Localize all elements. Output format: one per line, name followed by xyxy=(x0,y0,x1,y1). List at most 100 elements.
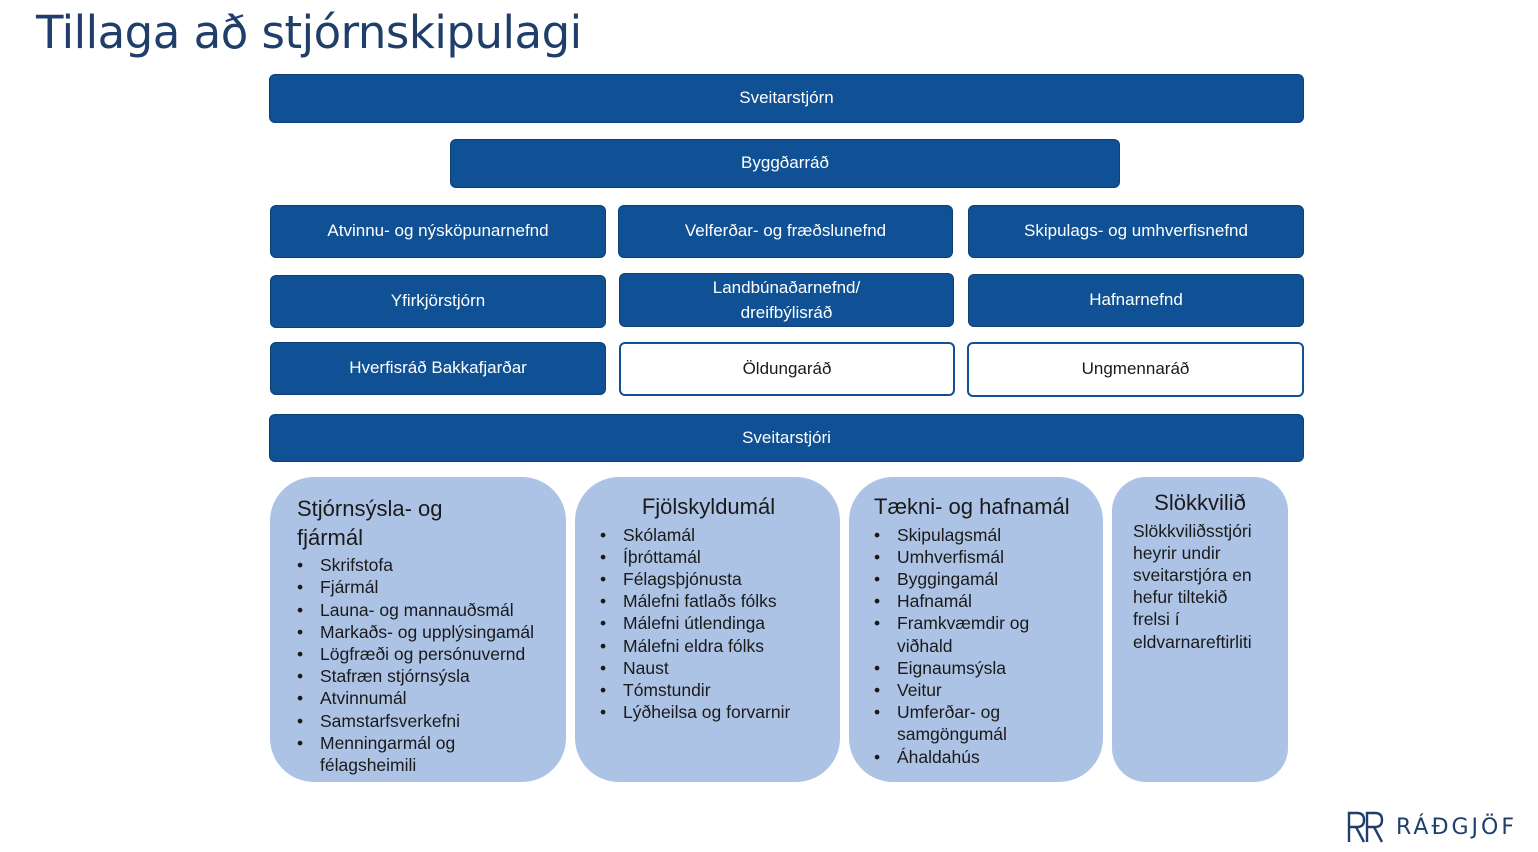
bullet-icon: • xyxy=(297,555,304,576)
list-item: •Málefni útlendinga xyxy=(600,613,766,634)
bullet-icon: • xyxy=(297,577,304,598)
panel-title: Stjórnsýsla- og fjármál xyxy=(297,495,556,552)
list-item: •Umhverfismál xyxy=(874,546,1004,567)
logo-text: RÁÐGJÖF xyxy=(1396,814,1517,840)
list-item: •Lögfræði og persónuvernd xyxy=(297,644,526,664)
panel-note: Slökkviliðsstjóri heyrir undir sveitarst… xyxy=(1133,520,1252,652)
panel-title: Tækni- og hafnamál xyxy=(874,493,1097,522)
bullet-icon: • xyxy=(874,591,881,612)
logo: RÁÐGJÖF xyxy=(1346,810,1517,844)
list-item: •Fjármál xyxy=(297,577,379,598)
list-item: •Íþróttamál xyxy=(600,546,701,567)
box-sveitarstjori: Sveitarstjóri xyxy=(269,414,1304,462)
box-skipulags-nefnd: Skipulags- og umhverfisnefnd xyxy=(968,205,1304,258)
list-item: •Hafnamál xyxy=(874,591,972,612)
list-item: •Byggingamál xyxy=(874,569,999,589)
box-yfirkjorstjorn: Yfirkjörstjórn xyxy=(270,275,606,328)
bullet-icon: • xyxy=(874,702,881,723)
list-item: •Lýðheilsa og forvarnir xyxy=(600,702,791,723)
panel-list: •Skipulagsmál •Umhverfismál •Byggingamál… xyxy=(874,524,1097,768)
list-item: •Launa- og mannauðsmál xyxy=(297,599,514,620)
box-label: Hverfisráð Bakkafjarðar xyxy=(349,358,527,378)
bullet-icon: • xyxy=(297,644,304,664)
list-item: •Samstarfsverkefni xyxy=(297,710,461,731)
logo-mark-icon xyxy=(1347,811,1384,843)
panel-taekni-hafnamal: Tækni- og hafnamál •Skipulagsmál •Umhver… xyxy=(849,477,1103,782)
page-title: Tillaga að stjórnskipulagi xyxy=(36,6,582,59)
box-label: Velferðar- og fræðslunefnd xyxy=(684,221,887,241)
box-label: Atvinnu- og nýsköpunarnefnd xyxy=(327,221,549,241)
panel-list: •Skólamál •Íþróttamál •Félagsþjónusta •M… xyxy=(600,524,832,724)
list-item: •Málefni fatlaðs fólks xyxy=(600,591,777,612)
panel-title-line1: Stjórnsýsla- og xyxy=(297,496,443,521)
box-label: Öldungaráð xyxy=(742,358,832,378)
box-velferdar-nefnd: Velferðar- og fræðslunefnd xyxy=(618,205,953,258)
box-label: Byggðarráð xyxy=(741,153,829,173)
box-oldungarad: Öldungaráð xyxy=(619,342,955,396)
bullet-icon: • xyxy=(874,746,881,767)
bullet-icon: • xyxy=(874,546,881,567)
box-hafnarnefnd: Hafnarnefnd xyxy=(968,274,1304,327)
box-label: Sveitarstjóri xyxy=(742,427,831,447)
list-item: •Áhaldahús xyxy=(874,746,980,767)
bullet-icon: • xyxy=(600,591,607,612)
panel-slokkvilid: Slökkvilið Slökkviliðsstjóri heyrir undi… xyxy=(1112,477,1288,782)
panel-fjolskyldumal: Fjölskyldumál •Skólamál •Íþróttamál •Fél… xyxy=(575,477,840,782)
bullet-icon: • xyxy=(874,657,881,678)
box-label: Hafnarnefnd xyxy=(1089,290,1183,310)
bullet-icon: • xyxy=(297,666,304,687)
panel-title-line2: fjármál xyxy=(297,524,364,550)
list-item: •Stafræn stjórnsýsla xyxy=(297,666,470,687)
bullet-icon: • xyxy=(600,546,607,567)
box-label-line1: Landbúnaðarnefnd/ xyxy=(712,277,861,297)
bullet-icon: • xyxy=(297,732,304,753)
box-landbunadarnefnd: Landbúnaðarnefnd/ dreifbýlisráð xyxy=(619,273,954,327)
bullet-icon: • xyxy=(297,688,304,709)
bullet-icon: • xyxy=(297,621,304,642)
box-label: Sveitarstjórn xyxy=(739,88,834,108)
panel-list: •Skrifstofa •Fjármál •Launa- og mannauðs… xyxy=(297,554,556,776)
bullet-icon: • xyxy=(874,524,881,545)
bullet-icon: • xyxy=(600,524,607,545)
bullet-icon: • xyxy=(600,680,607,701)
box-ungmennarad: Ungmennaráð xyxy=(967,342,1304,397)
box-atvinnu-nefnd: Atvinnu- og nýsköpunarnefnd xyxy=(270,205,606,258)
list-item: •Félagsþjónusta xyxy=(600,569,742,589)
bullet-icon: • xyxy=(600,702,607,723)
box-label: Ungmennaráð xyxy=(1081,359,1190,379)
panel-title-line1: Tækni- og hafnamál xyxy=(874,494,1070,519)
bullet-icon: • xyxy=(874,613,881,634)
panel-title-line1: Slökkvilið xyxy=(1154,490,1246,515)
bullet-icon: • xyxy=(600,613,607,634)
list-item: •Eignaumsýsla xyxy=(874,657,1006,678)
bullet-icon: • xyxy=(600,569,607,589)
box-hverfisrad: Hverfisráð Bakkafjarðar xyxy=(270,342,606,395)
panel-title: Fjölskyldumál xyxy=(600,493,832,522)
list-item: •Skipulagsmál xyxy=(874,524,1002,545)
bullet-icon: • xyxy=(600,635,607,656)
list-item: •Tómstundir xyxy=(600,680,711,701)
bullet-icon: • xyxy=(874,680,881,701)
panel-title-line1: Fjölskyldumál xyxy=(641,494,776,519)
box-byggdarrad: Byggðarráð xyxy=(450,139,1120,188)
list-item: •Málefni eldra fólks xyxy=(600,635,765,656)
box-label: Skipulags- og umhverfisnefnd xyxy=(1024,221,1248,241)
box-label-line2: dreifbýlisráð xyxy=(740,303,833,322)
bullet-icon: • xyxy=(297,710,304,731)
list-item: •Markaðs- og upplýsingamál xyxy=(297,621,534,642)
box-sveitarstjorn: Sveitarstjórn xyxy=(269,74,1304,123)
list-item: •Veitur xyxy=(874,680,942,701)
panel-stjornsysla: Stjórnsýsla- og fjármál •Skrifstofa •Fjá… xyxy=(270,477,566,782)
bullet-icon: • xyxy=(600,657,607,678)
list-item: •Atvinnumál xyxy=(297,688,407,709)
bullet-icon: • xyxy=(297,599,304,620)
list-item: •Naust xyxy=(600,657,669,678)
box-label: Yfirkjörstjórn xyxy=(390,291,486,311)
bullet-icon: • xyxy=(874,569,881,589)
list-item: •Skrifstofa xyxy=(297,555,393,576)
panel-title: Slökkvilið xyxy=(1133,489,1282,518)
list-item: •Skólamál xyxy=(600,524,695,545)
